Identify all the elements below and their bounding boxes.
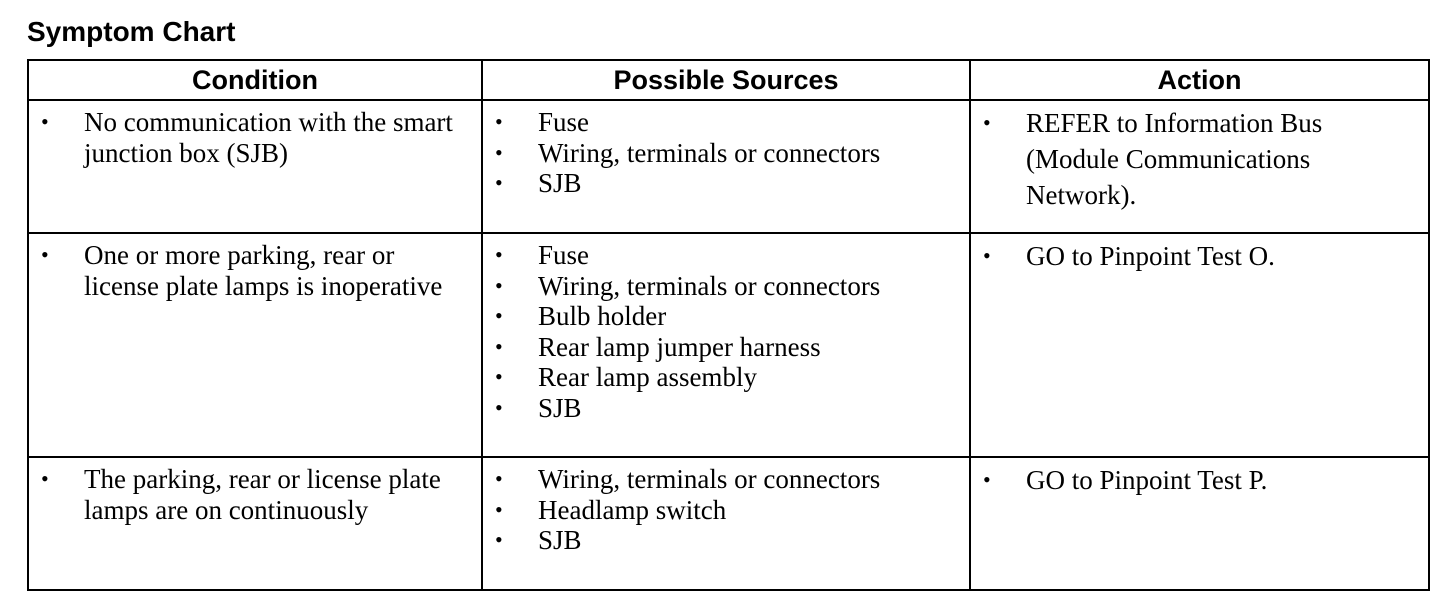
page-title: Symptom Chart	[27, 16, 236, 47]
bullet-icon: •	[495, 272, 503, 298]
list-item: •Headlamp switch	[495, 494, 727, 525]
action-cell: •REFER to Information Bus (Module Commun…	[969, 99, 1430, 234]
symptom-chart-table: Condition Possible Sources Action •No co…	[27, 59, 1430, 591]
list-item: •GO to Pinpoint Test O.	[971, 238, 1420, 274]
condition-cell: •The parking, rear or license plate lamp…	[27, 456, 483, 591]
bullet-icon: •	[983, 110, 991, 135]
list-item: •Fuse	[495, 107, 590, 137]
list-item: •One or more parking, rear or license pl…	[41, 240, 443, 301]
bullet-icon: •	[495, 170, 503, 195]
list-item: •Rear lamp jumper harness	[495, 331, 821, 362]
bullet-icon: •	[495, 303, 503, 328]
list-item: •No communication with the smart junctio…	[41, 107, 453, 168]
condition-cell: •No communication with the smart junctio…	[27, 99, 483, 234]
list-item: •SJB	[495, 392, 582, 423]
bullet-icon: •	[495, 466, 503, 491]
list-item: •Wiring, terminals or connectors	[495, 137, 881, 168]
list-item: •The parking, rear or license plate lamp…	[41, 464, 441, 525]
table-header-row: Condition Possible Sources Action	[27, 59, 1430, 101]
bullet-icon: •	[495, 109, 503, 134]
list-item: •REFER to Information Bus (Module Commun…	[971, 105, 1420, 213]
list-item: •SJB	[495, 525, 582, 555]
condition-cell: •One or more parking, rear or license pl…	[27, 232, 483, 458]
bullet-icon: •	[983, 243, 991, 268]
bullet-icon: •	[41, 109, 49, 134]
list-item: •Wiring, terminals or connectors	[495, 270, 881, 301]
bullet-icon: •	[41, 242, 49, 267]
list-item: •GO to Pinpoint Test P.	[971, 462, 1420, 498]
table-row: •One or more parking, rear or license pl…	[27, 232, 1430, 458]
bullet-icon: •	[495, 364, 503, 389]
bullet-icon: •	[495, 527, 503, 552]
sources-cell: •Wiring, terminals or connectors •Headla…	[481, 456, 971, 591]
column-header-action: Action	[969, 59, 1430, 101]
table-row: •The parking, rear or license plate lamp…	[27, 456, 1430, 591]
action-cell: •GO to Pinpoint Test O.	[969, 232, 1430, 458]
table-row: •No communication with the smart junctio…	[27, 99, 1430, 234]
bullet-icon: •	[495, 496, 503, 522]
column-header-condition: Condition	[27, 59, 483, 101]
bullet-icon: •	[495, 394, 503, 420]
bullet-icon: •	[983, 467, 991, 492]
list-item: •Fuse	[495, 240, 590, 270]
bullet-icon: •	[41, 466, 49, 491]
sources-cell: •Fuse •Wiring, terminals or connectors •…	[481, 232, 971, 458]
action-cell: •GO to Pinpoint Test P.	[969, 456, 1430, 591]
column-header-possible-sources: Possible Sources	[481, 59, 971, 101]
bullet-icon: •	[495, 139, 503, 165]
bullet-icon: •	[495, 333, 503, 359]
list-item: •Wiring, terminals or connectors	[495, 464, 881, 494]
list-item: •Rear lamp assembly	[495, 362, 757, 392]
sources-cell: •Fuse •Wiring, terminals or connectors •…	[481, 99, 971, 234]
list-item: •SJB	[495, 168, 582, 198]
list-item: •Bulb holder	[495, 301, 667, 331]
bullet-icon: •	[495, 242, 503, 267]
